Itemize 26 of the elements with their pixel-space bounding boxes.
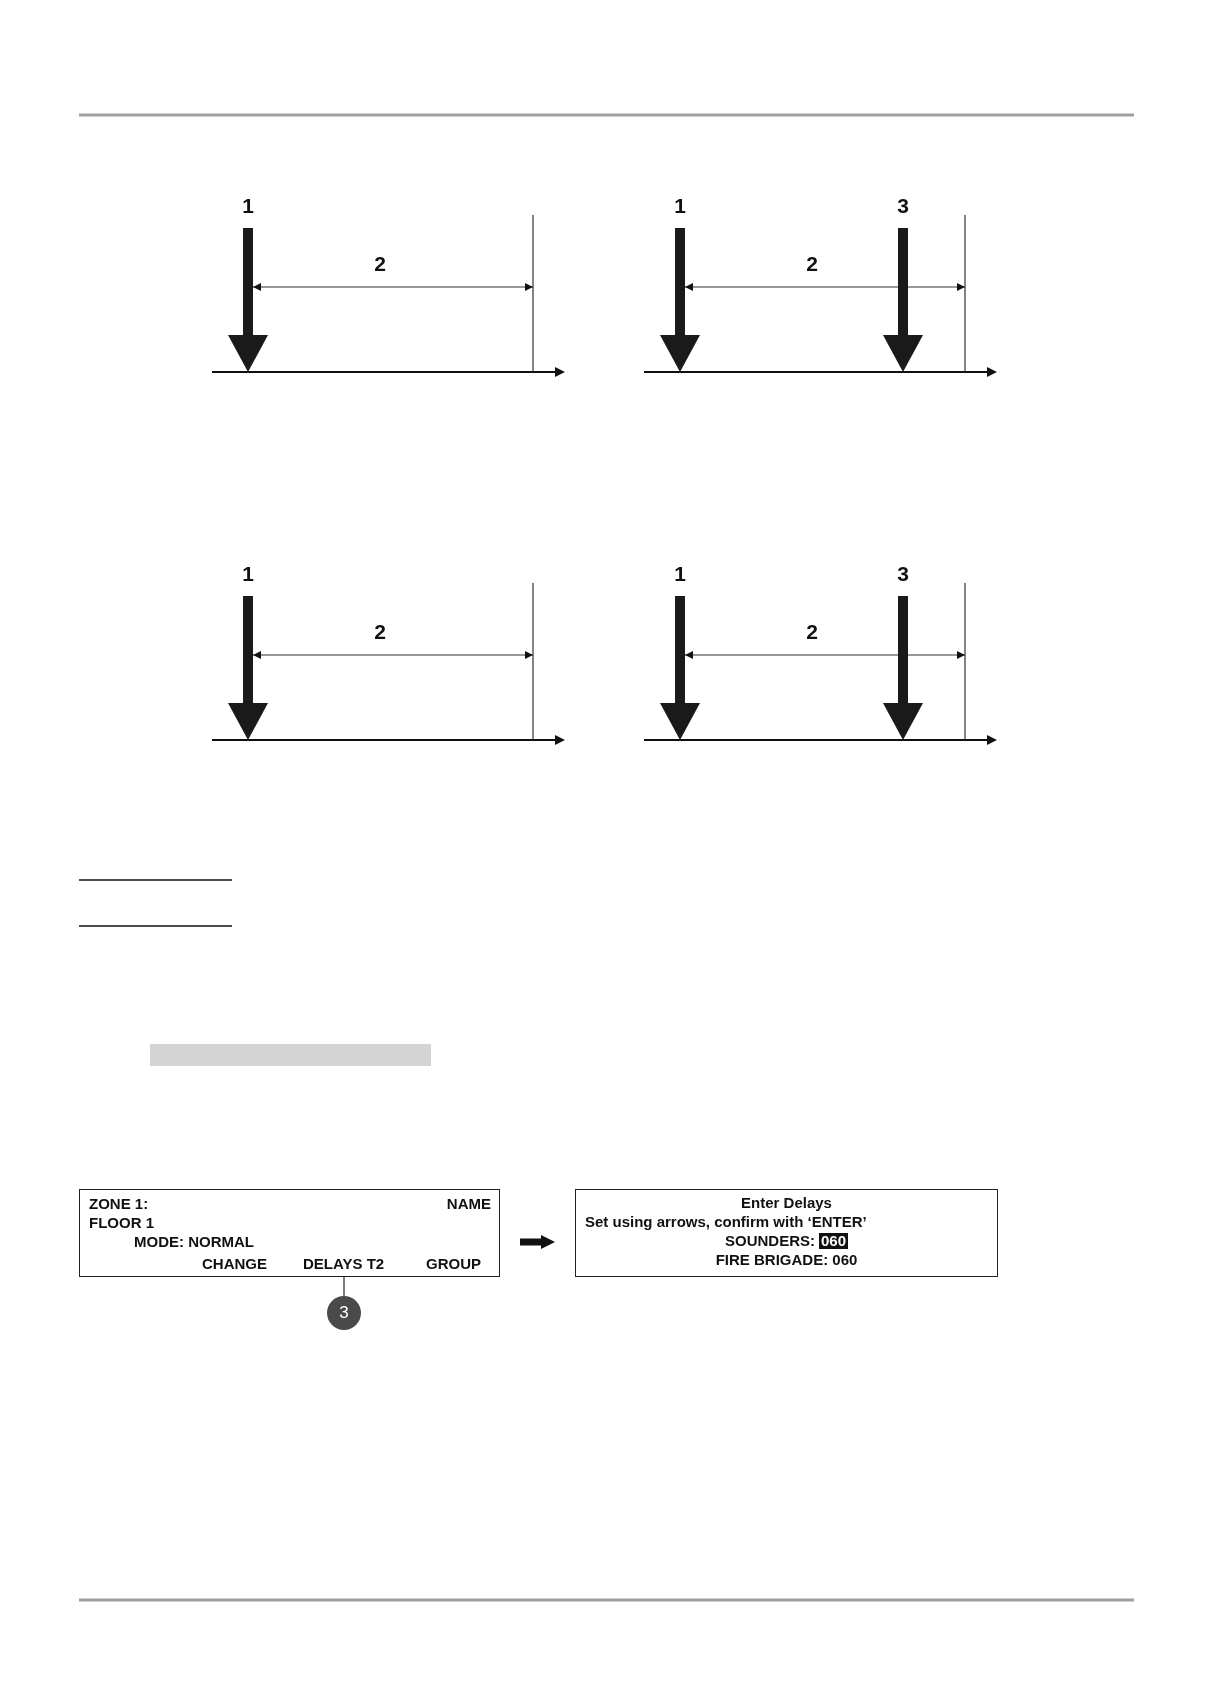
- callout-number: 2: [806, 252, 818, 274]
- display-text: GROUP: [426, 1256, 481, 1272]
- display-text: NAME: [446, 1196, 491, 1212]
- callout-number: 3: [897, 194, 909, 216]
- display-title: Enter Delays: [741, 1195, 832, 1211]
- callout-number: 2: [806, 620, 818, 642]
- display-text: ZONE 1:: [89, 1196, 149, 1212]
- display-text: MODE: NORMAL: [134, 1234, 254, 1250]
- callout-number: 3: [897, 562, 909, 584]
- display-text: CHANGE: [202, 1256, 267, 1272]
- callout-number: 2: [374, 620, 386, 642]
- callout-number: 1: [674, 194, 686, 216]
- display-text: SOUNDERS:: [724, 1233, 815, 1249]
- selected-value: 060: [819, 1233, 848, 1249]
- display-text: DELAYS T2: [303, 1256, 385, 1272]
- leader-line: [343, 1276, 345, 1297]
- callout-number: 1: [242, 562, 254, 584]
- callout-number: 1: [242, 194, 254, 216]
- callout-number: 3: [327, 1296, 361, 1330]
- lcd-display: [575, 1189, 998, 1277]
- display-text: FIRE BRIGADE: 060: [715, 1252, 858, 1268]
- callout-number: 1: [674, 562, 686, 584]
- lcd-display: [79, 1189, 500, 1277]
- display-text: FLOOR 1: [89, 1215, 154, 1231]
- display-text: Set using arrows, confirm with ‘ENTER’: [585, 1214, 867, 1230]
- callout-number: 2: [374, 252, 386, 274]
